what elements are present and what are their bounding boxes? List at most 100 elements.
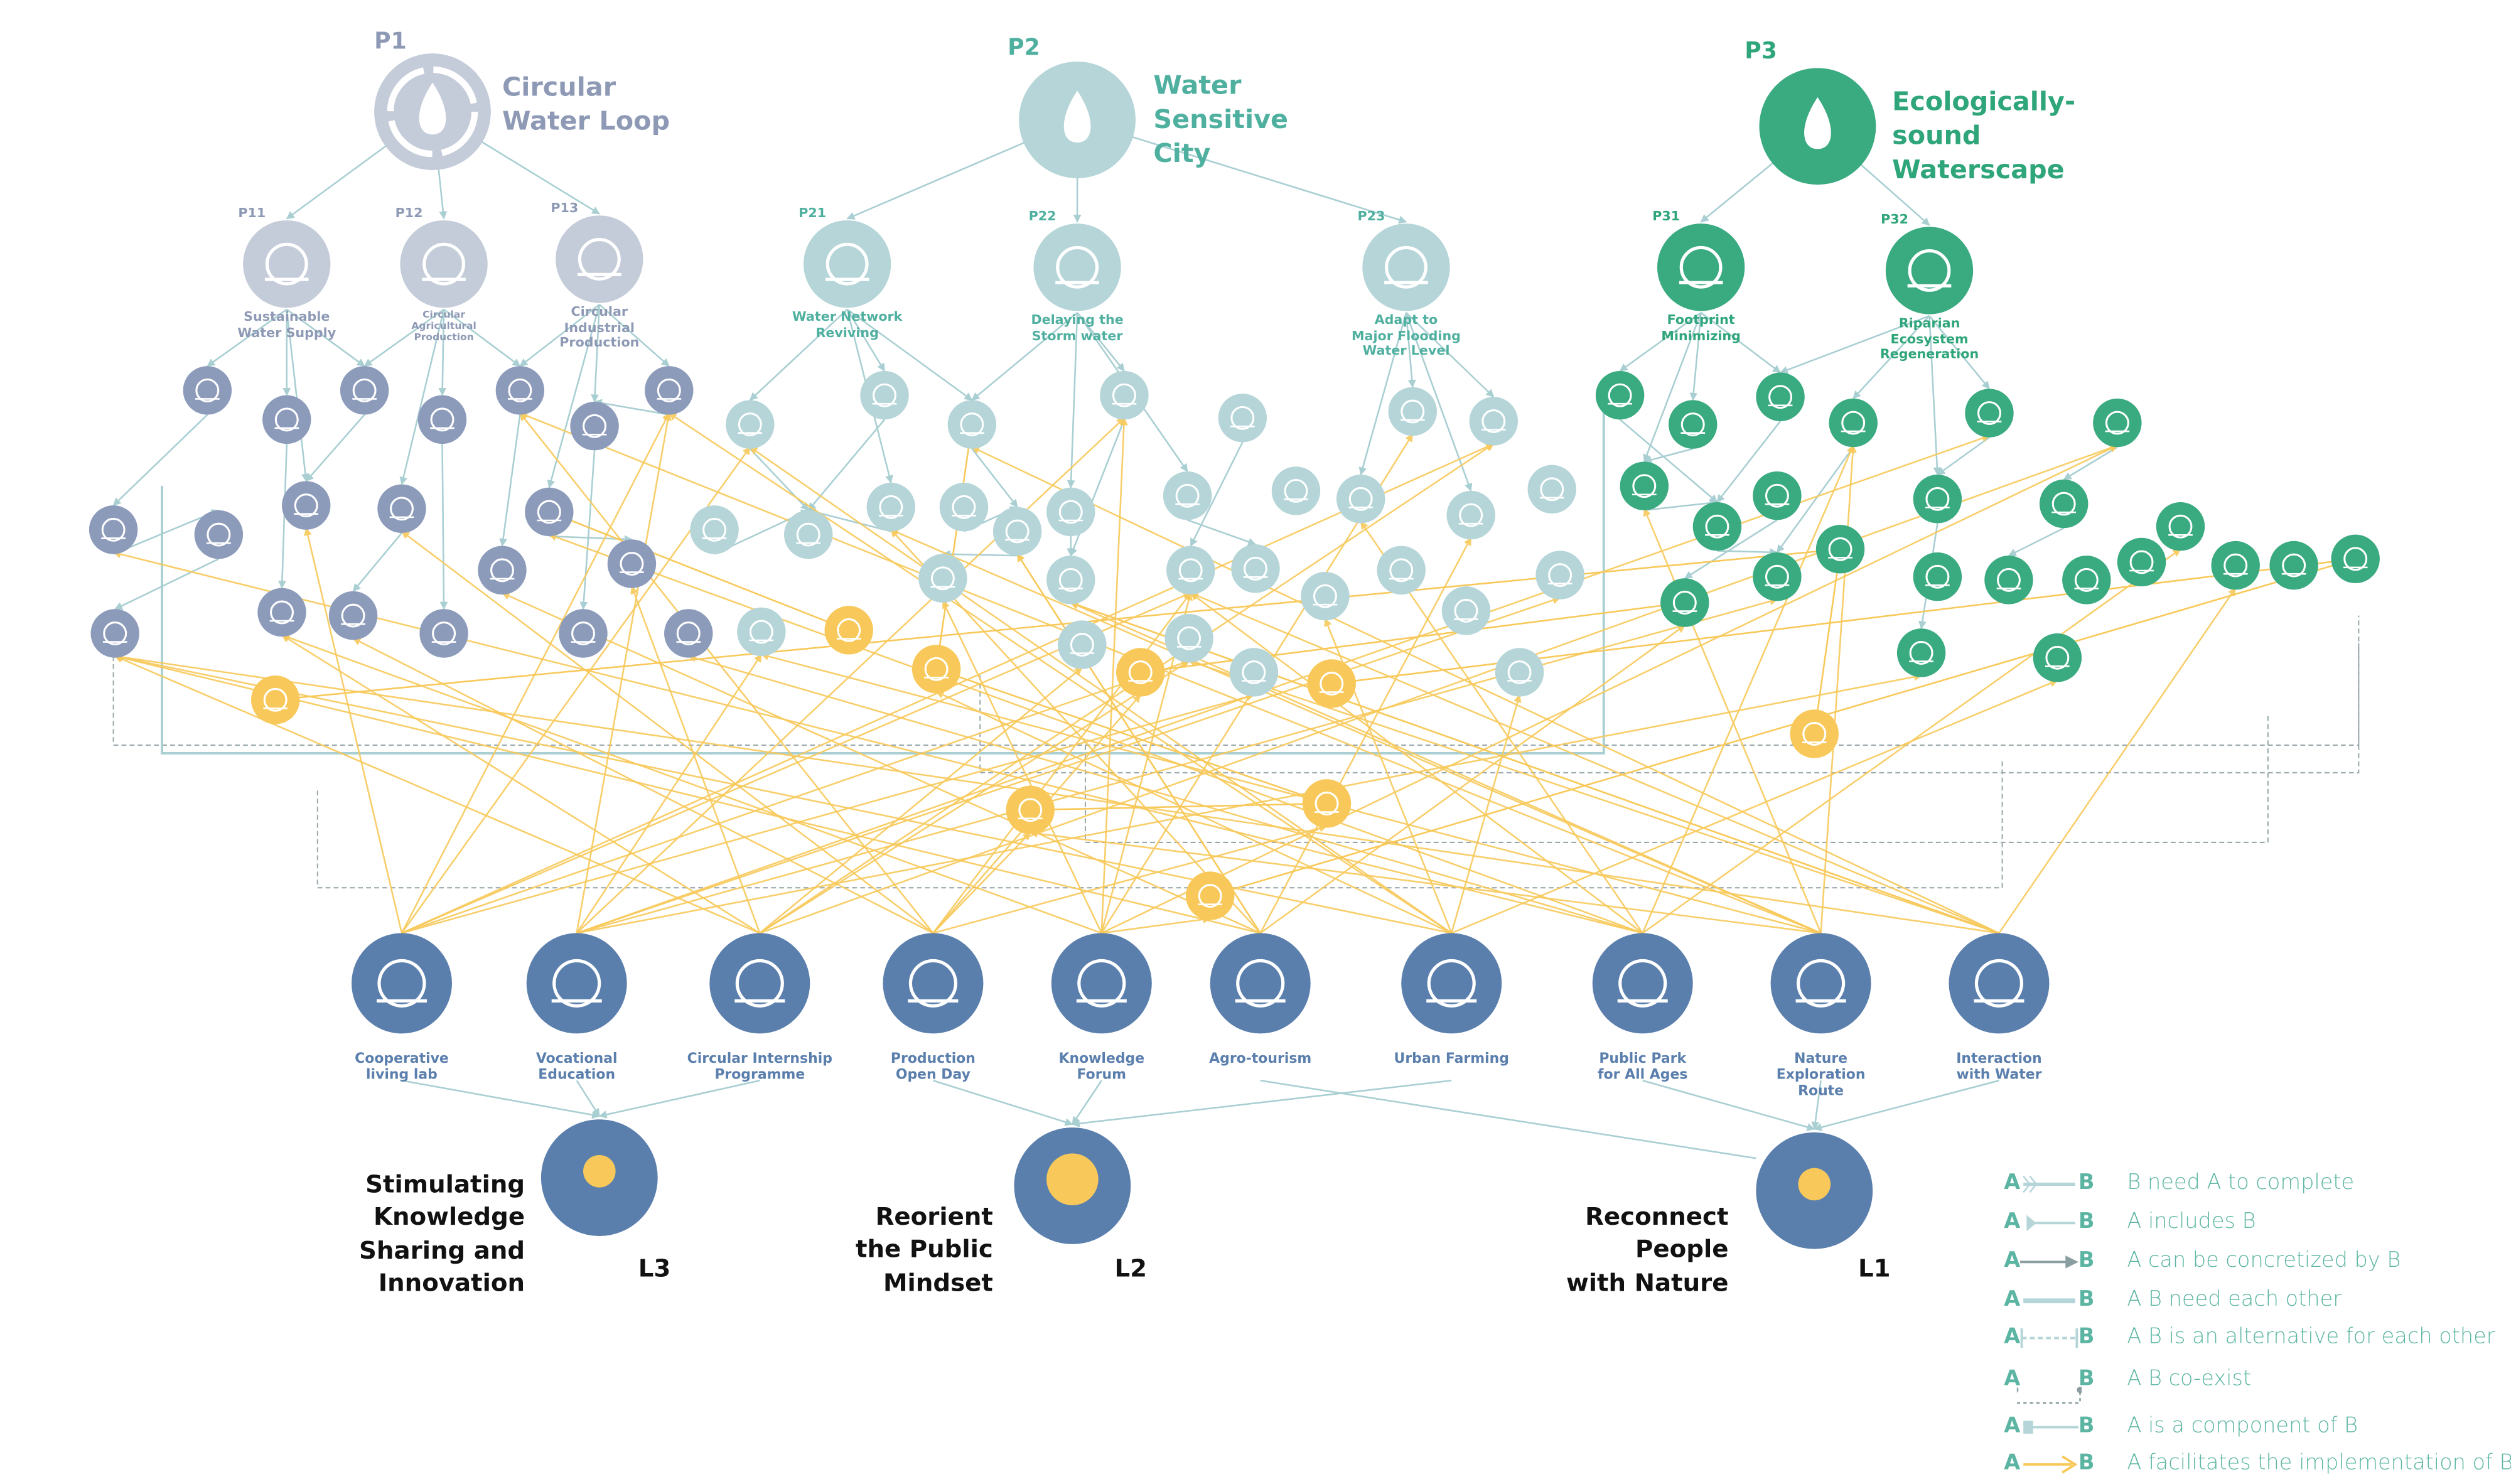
measure-node[interactable] [1620,461,1669,510]
facilitator-node[interactable] [824,606,873,655]
measure-node[interactable] [607,539,657,588]
sub-principle-node-p23[interactable] [1362,223,1450,311]
measure-node[interactable] [417,395,467,444]
measure-node[interactable] [2211,540,2260,590]
facilitator-node[interactable] [1006,785,1055,835]
measure-node[interactable] [1469,397,1519,446]
measure-node[interactable] [2331,534,2380,584]
measure-node[interactable] [2039,479,2089,529]
facilitator-node[interactable] [1185,871,1235,920]
measure-node[interactable] [2269,540,2318,590]
activity-node-1[interactable] [526,933,627,1034]
measure-node[interactable] [183,366,232,415]
measure-node[interactable] [419,609,468,658]
measure-node[interactable] [1753,552,1802,601]
measure-node[interactable] [1965,389,2014,438]
measure-node[interactable] [1229,648,1279,697]
measure-node[interactable] [1046,487,1095,537]
measure-node[interactable] [1336,475,1385,524]
sub-principle-node-p11[interactable] [243,220,331,308]
activity-node-6[interactable] [1401,933,1502,1034]
measure-node[interactable] [1913,475,1962,524]
measure-node[interactable] [1896,628,1946,677]
sub-principle-node-p31[interactable] [1657,223,1745,311]
measure-node[interactable] [525,487,574,537]
measure-node[interactable] [690,505,739,554]
goal-node-l1[interactable] [1756,1132,1873,1249]
sub-principle-node-p13[interactable] [556,215,643,303]
measure-node[interactable] [1753,471,1802,520]
sub-principle-node-p21[interactable] [803,220,891,308]
measure-node[interactable] [1535,551,1584,600]
principle-node-p3[interactable] [1759,68,1876,185]
sub-principle-node-p32[interactable] [1885,227,1974,315]
measure-node[interactable] [570,401,619,451]
measure-node[interactable] [1495,648,1544,697]
measure-node[interactable] [947,400,997,449]
facilitator-node[interactable] [1790,709,1839,758]
principle-node-p2[interactable] [1019,62,1136,178]
sub-principle-node-p22[interactable] [1033,223,1121,311]
measure-node[interactable] [1756,372,1805,421]
measure-node[interactable] [2062,556,2111,605]
measure-node[interactable] [1271,466,1321,515]
activity-node-5[interactable] [1210,933,1311,1034]
measure-node[interactable] [1046,556,1095,605]
activity-node-4[interactable] [1051,933,1152,1034]
measure-node[interactable] [1164,614,1213,663]
measure-node[interactable] [1301,571,1350,621]
facilitator-node[interactable] [1116,648,1165,697]
measure-node[interactable] [1446,490,1495,540]
measure-node[interactable] [1913,552,1962,601]
facilitator-node[interactable] [911,645,961,694]
measure-node[interactable] [992,507,1042,556]
measure-node[interactable] [2156,502,2205,551]
measure-node[interactable] [1815,525,1865,574]
measure-node[interactable] [1377,546,1426,595]
measure-node[interactable] [257,588,306,637]
activity-node-3[interactable] [883,933,984,1034]
measure-node[interactable] [282,481,331,530]
activity-node-0[interactable] [351,933,452,1034]
measure-node[interactable] [1163,471,1212,520]
measure-node[interactable] [866,483,916,532]
measure-node[interactable] [2117,537,2166,587]
measure-node[interactable] [918,554,967,603]
measure-node[interactable] [645,366,694,415]
measure-node[interactable] [2093,398,2142,448]
activity-node-7[interactable] [1592,933,1693,1034]
facilitator-node[interactable] [1307,659,1356,708]
measure-node[interactable] [1669,400,1718,449]
measure-node[interactable] [726,400,775,449]
measure-node[interactable] [1441,586,1491,635]
measure-node[interactable] [1692,502,1742,551]
measure-node[interactable] [340,366,389,415]
activity-node-8[interactable] [1770,933,1871,1034]
principle-node-p1[interactable] [374,53,491,170]
activity-node-2[interactable] [709,933,810,1034]
measure-node[interactable] [89,505,138,554]
facilitator-node[interactable] [1302,779,1352,828]
measure-node[interactable] [328,591,378,640]
measure-node[interactable] [784,510,833,559]
activity-node-9[interactable] [1949,933,2050,1034]
measure-node[interactable] [1527,465,1576,514]
measure-node[interactable] [1660,578,1709,627]
measure-node[interactable] [377,484,426,534]
measure-node[interactable] [1829,398,1878,448]
facilitator-node[interactable] [250,675,300,724]
measure-node[interactable] [664,609,713,658]
goal-node-l3[interactable] [540,1119,658,1236]
measure-node[interactable] [939,483,989,532]
measure-node[interactable] [194,510,244,559]
measure-node[interactable] [495,366,545,415]
measure-node[interactable] [1231,544,1280,593]
measure-node[interactable] [1218,394,1267,443]
measure-node[interactable] [737,607,786,657]
measure-node[interactable] [1595,370,1645,420]
measure-node[interactable] [2033,633,2082,682]
measure-node[interactable] [1388,387,1437,436]
measure-node[interactable] [90,609,139,658]
measure-node[interactable] [478,546,527,595]
measure-node[interactable] [1100,370,1149,420]
